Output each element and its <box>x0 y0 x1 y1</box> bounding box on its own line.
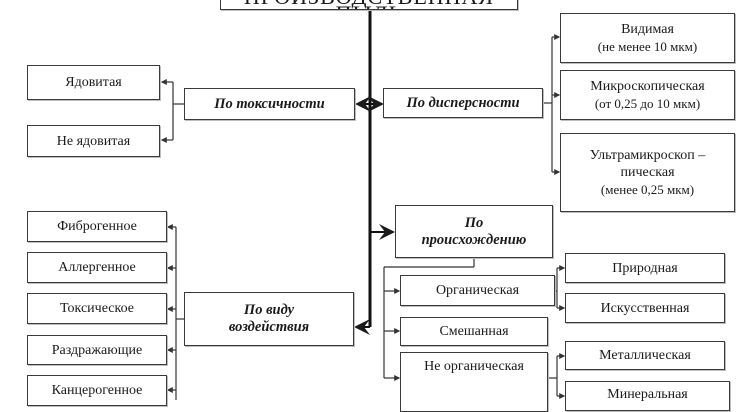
category-effect: По виду воздействия <box>184 292 354 346</box>
dispersity-item-ultramicroscopic: Ультрамикроскоп – пическая (менее 0,25 м… <box>560 133 735 212</box>
organic-item-natural: Природная <box>565 253 725 283</box>
dispersity-item-microscopic: Микроскопическая (от 0,25 до 10 мкм) <box>560 70 735 120</box>
item-note: (не менее 10 мкм) <box>597 39 698 54</box>
item-label: Раздражающие <box>51 342 143 358</box>
effect-item-allergenic: Аллергенное <box>27 252 167 283</box>
category-dispersity: По дисперсности <box>383 88 543 118</box>
category-label-cont: происхождению <box>421 231 527 248</box>
item-label: Видимая <box>621 22 674 37</box>
category-label: По дисперсности <box>406 94 520 111</box>
origin-bracket <box>383 258 475 381</box>
inorganic-item-metallic: Металлическая <box>565 341 725 370</box>
category-label-cont: воздействия <box>228 319 310 335</box>
item-label: Токсическое <box>60 301 134 316</box>
root-title-box: ПРОИЗВОДСТВЕННАЯ ПЫЛЬ <box>220 0 518 10</box>
item-label: Искусственная <box>600 300 690 316</box>
toxicity-item-poisonous: Ядовитая <box>27 65 160 100</box>
effect-item-toxic: Токсическое <box>27 293 167 324</box>
root-title: ПРОИЗВОДСТВЕННАЯ ПЫЛЬ <box>221 0 517 9</box>
toxicity-bracket <box>160 79 184 143</box>
item-label: Смешанная <box>439 324 509 339</box>
effect-item-irritant: Раздражающие <box>27 335 167 365</box>
category-toxicity: По токсичности <box>184 88 355 120</box>
item-label: Микроскопическая <box>590 79 705 94</box>
item-label: Аллергенное <box>58 260 136 275</box>
item-label: Минеральная <box>607 387 688 402</box>
origin-item-inorganic: Не органическая <box>400 352 548 412</box>
dispersity-bracket <box>543 34 561 175</box>
inorganic-bracket <box>548 353 566 399</box>
origin-item-mixed: Смешанная <box>400 317 548 346</box>
item-label: Канцерогенное <box>51 383 143 398</box>
item-label: Природная <box>612 260 678 276</box>
effect-item-fibrogenic: Фиброгенное <box>27 211 167 242</box>
item-label: Ультрамикроскоп – <box>589 148 706 163</box>
category-label: По виду <box>243 302 295 318</box>
category-label: По <box>464 214 484 231</box>
dispersity-item-visible: Видимая (не менее 10 мкм) <box>560 13 735 63</box>
origin-item-organic: Органическая <box>400 275 555 306</box>
item-label: Органическая <box>435 283 520 298</box>
category-origin: По происхождению <box>395 205 553 258</box>
item-label: Металлическая <box>599 348 691 363</box>
item-label: Ядовитая <box>65 75 122 90</box>
item-label-cont: пическая <box>620 165 675 180</box>
organic-item-artificial: Искусственная <box>565 293 725 323</box>
inorganic-item-mineral: Минеральная <box>565 381 730 411</box>
item-note: (менее 0,25 мкм) <box>600 182 695 197</box>
item-note: (от 0,25 до 10 мкм) <box>594 96 701 111</box>
item-label: Фиброгенное <box>57 219 137 234</box>
category-label: По токсичности <box>214 95 325 112</box>
item-label: Не ядовитая <box>56 133 131 149</box>
effect-bracket <box>166 224 184 400</box>
item-label: Не органическая <box>424 359 524 374</box>
toxicity-item-nonpoisonous: Не ядовитая <box>27 125 160 157</box>
effect-item-carcinogenic: Канцерогенное <box>27 375 167 406</box>
organic-bracket <box>555 265 566 311</box>
connector-lines <box>160 9 566 400</box>
